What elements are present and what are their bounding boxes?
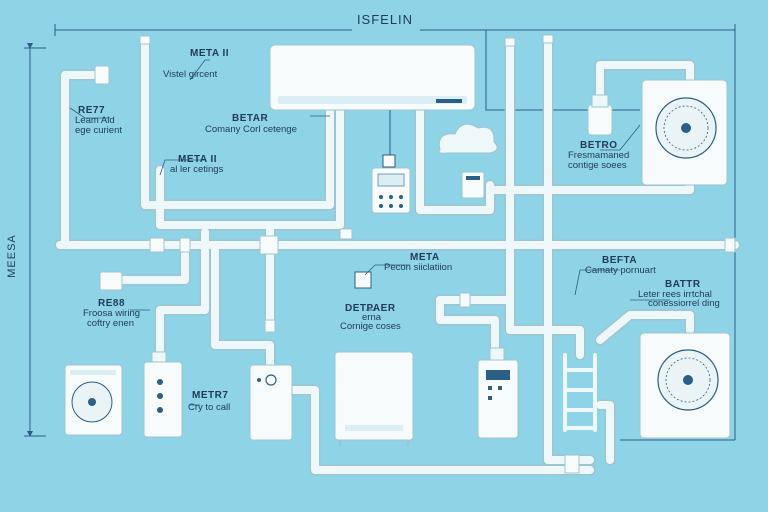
svg-text:Comany Corl cetenge: Comany Corl cetenge [205, 124, 297, 135]
svg-text:Froosa wiring: Froosa wiring [83, 308, 140, 319]
label-meta-ii-top: META II Vistel gircent [163, 48, 229, 80]
label-detpaer: DETPAER erna Cornige coses [340, 303, 401, 332]
svg-text:DETPAER: DETPAER [345, 303, 396, 314]
label-re77: RE77 Leam Ald ege curient [75, 105, 122, 136]
svg-text:BEFTA: BEFTA [602, 255, 637, 266]
control-panel [143, 351, 183, 438]
svg-text:METR7: METR7 [192, 390, 228, 401]
label-metr7: METR7 Cry to call [188, 390, 230, 413]
svg-text:coftry enen: coftry enen [87, 318, 134, 329]
label-befta: BEFTA Camaty pornuart [585, 255, 656, 276]
svg-text:Camaty pornuart: Camaty pornuart [585, 265, 656, 276]
control-tower [477, 347, 519, 439]
svg-text:ege curient: ege curient [75, 125, 122, 136]
svg-text:erna: erna [362, 312, 382, 323]
svg-text:META II: META II [178, 154, 217, 165]
svg-text:Cry to call: Cry to call [188, 402, 230, 413]
pressure-sensor [354, 271, 372, 289]
svg-text:Fresmamaned: Fresmamaned [568, 150, 629, 161]
label-re88: RE88 Froosa wiring coftry enen [83, 298, 140, 329]
label-betar: BETAR Comany Corl cetenge [205, 113, 297, 135]
outdoor-unit-top [641, 79, 728, 186]
sensor-box [461, 171, 485, 199]
svg-text:Leter rees irrtchal: Leter rees irrtchal [638, 289, 712, 300]
leader-lines [69, 59, 670, 406]
svg-text:Vistel gircent: Vistel gircent [163, 69, 218, 80]
outdoor-unit-small [64, 364, 123, 436]
svg-text:RE88: RE88 [98, 298, 125, 309]
filter-cartridge [587, 94, 613, 136]
svg-text:META: META [410, 252, 440, 263]
svg-text:al ler cetings: al ler cetings [170, 164, 224, 175]
svg-text:META II: META II [190, 48, 229, 59]
dimension-lines [24, 24, 736, 441]
labels: ISFELIN MEESA META II Vistel gircent RE7… [6, 12, 720, 413]
side-label: MEESA [6, 234, 18, 278]
svg-text:Leam Ald: Leam Ald [75, 115, 115, 126]
thermostat-controller [371, 110, 411, 214]
svg-text:RE77: RE77 [78, 105, 105, 116]
label-betro: BETRO Fresmamaned contige soees [568, 140, 629, 171]
svg-text:contige soees: contige soees [568, 160, 627, 171]
outdoor-unit-bottom [639, 332, 731, 439]
svg-text:Cornige coses: Cornige coses [340, 321, 401, 332]
junction-box [99, 271, 123, 291]
water-heater-unit [249, 364, 293, 441]
cloud-icon [438, 123, 498, 154]
label-battr: BATTR Leter rees irrtchal conessiorrel d… [638, 279, 720, 309]
pipe-network [54, 34, 741, 476]
svg-text:conessiorrel ding: conessiorrel ding [648, 298, 720, 309]
svg-text:BATTR: BATTR [665, 279, 701, 290]
furnace-cabinet [334, 351, 414, 446]
diagram-title: ISFELIN [357, 12, 413, 27]
svg-text:Pecon siiclatiion: Pecon siiclatiion [384, 262, 452, 273]
indoor-ac-unit [269, 44, 476, 111]
label-meta-ii-mid: META II al ler cetings [170, 154, 224, 175]
label-meta-center: META Pecon siiclatiion [384, 252, 452, 273]
svg-text:BETAR: BETAR [232, 113, 268, 124]
svg-text:BETRO: BETRO [580, 140, 618, 151]
